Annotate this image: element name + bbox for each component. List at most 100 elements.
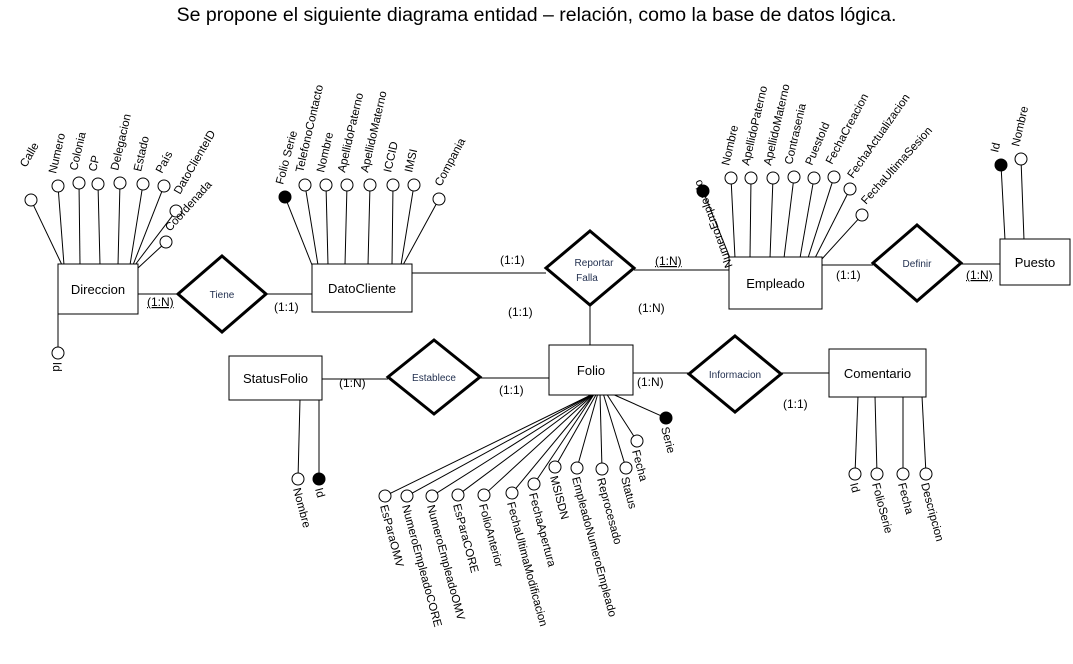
attribute-marker-statusfolio-nombre xyxy=(291,472,305,486)
entity-label-empleado: Empleado xyxy=(746,276,805,291)
attribute-direccion-cp: CP xyxy=(87,154,102,173)
entity-label-folio: Folio xyxy=(577,363,605,378)
entity-datocliente xyxy=(311,263,413,313)
attribute-comentario-folioserie: FolioSerie xyxy=(869,482,894,535)
cardinality-est-sf: (1:N) xyxy=(339,376,366,390)
attribute-marker-empleado-fechacreacion xyxy=(827,170,841,184)
attribute-direccion-numero: Numero xyxy=(47,132,68,175)
cardinality-rep-folio-r: (1:N) xyxy=(638,301,665,315)
attribute-datocliente-iccid: ICCID xyxy=(382,140,401,173)
attribute-marker-folio-serie xyxy=(659,411,673,425)
attribute-folio-esparacore: EsParaCORE xyxy=(450,503,480,575)
entity-label-datocliente: DatoCliente xyxy=(328,281,396,296)
attribute-marker-comentario-folioserie xyxy=(870,467,884,481)
attribute-comentario-fecha: Fecha xyxy=(895,482,915,517)
attribute-statusfolio-nombre: Nombre xyxy=(290,487,312,530)
attribute-marker-folio-reprocesado xyxy=(595,462,609,476)
entity-label-direccion: Direccion xyxy=(71,282,125,297)
attribute-marker-statusfolio-id xyxy=(312,472,326,486)
attribute-marker-comentario-fecha xyxy=(896,467,910,481)
attribute-marker-direccion-calle xyxy=(24,193,38,207)
attribute-folio-status: Status xyxy=(618,476,638,511)
cardinality-est-folio: (1:1) xyxy=(499,383,524,397)
attribute-direccion-coordenada: Coordenada xyxy=(163,178,215,234)
relationship-label-informacion: Informacion xyxy=(709,370,761,381)
attribute-marker-folio-numeroempleadocore xyxy=(400,489,414,503)
attribute-puesto-id: Id xyxy=(989,142,1003,154)
attribute-marker-datocliente-imsi xyxy=(407,178,421,192)
cardinality-tiene-dir: (1:N) xyxy=(147,295,174,309)
attribute-marker-empleado-numeroempleado xyxy=(696,184,710,198)
attribute-marker-folio-numeroempleadoomv xyxy=(425,489,439,503)
relationship-tiene xyxy=(175,254,269,334)
entity-label-statusfolio: StatusFolio xyxy=(243,371,308,386)
attribute-marker-direccion-cp xyxy=(91,177,105,191)
attribute-marker-direccion-estado xyxy=(136,177,150,191)
attribute-datocliente-nombre: Nombre xyxy=(315,131,336,174)
attribute-marker-empleado-contrasenia xyxy=(787,170,801,184)
attribute-marker-datocliente-apellidomaterno xyxy=(363,178,377,192)
relationship-definir xyxy=(870,223,964,303)
entity-label-puesto: Puesto xyxy=(1015,255,1055,270)
attribute-marker-direccion-coordenada xyxy=(159,235,173,249)
relationship-reportar xyxy=(543,229,637,307)
attribute-marker-empleado-fechaactualizacion xyxy=(843,182,857,196)
attribute-marker-puesto-id xyxy=(994,158,1008,172)
relationship-label-reportar: Reportar xyxy=(575,258,615,269)
page-title: Se propone el siguiente diagrama entidad… xyxy=(176,4,897,26)
attribute-marker-empleado-apellidopaterno xyxy=(744,171,758,185)
attribute-marker-datocliente-telefonocontacto xyxy=(298,178,312,192)
attribute-puesto-nombre: Nombre xyxy=(1010,105,1031,148)
attribute-marker-direccion-datoclienteid xyxy=(169,204,183,218)
attribute-marker-folio-esparacore xyxy=(451,488,465,502)
entity-puesto xyxy=(999,238,1071,286)
cardinality-rep-folio-l: (1:1) xyxy=(508,305,533,319)
attribute-direccion-colonia: Colonia xyxy=(68,130,89,171)
entity-direccion xyxy=(57,263,139,315)
relationship-label-definir: Definir xyxy=(903,259,933,270)
entity-comentario xyxy=(828,348,927,398)
attribute-marker-folio-fecha xyxy=(630,434,644,448)
relationship-label-tiene: Tiene xyxy=(210,290,235,301)
attribute-marker-datocliente-nombre xyxy=(319,178,333,192)
attribute-empleado-contrasenia: Contrasenia xyxy=(783,102,809,166)
cardinality-def-emp: (1:1) xyxy=(836,268,861,282)
attribute-marker-empleado-apellidomaterno xyxy=(766,171,780,185)
attribute-marker-folio-empleadonumeroempleado xyxy=(570,461,584,475)
attribute-marker-puesto-nombre xyxy=(1014,152,1028,166)
relationship-label-reportar-2: Falla xyxy=(576,273,598,284)
attribute-marker-datocliente-apellidopaterno xyxy=(340,178,354,192)
attribute-marker-empleado-fechaultimasesion xyxy=(855,208,869,222)
cardinality-inf-com: (1:1) xyxy=(783,397,808,411)
attribute-marker-folio-esparaomv xyxy=(378,489,392,503)
entity-folio xyxy=(548,344,634,396)
attribute-marker-direccion-colonia xyxy=(72,176,86,190)
attribute-marker-direccion-país xyxy=(157,179,171,193)
attribute-empleado-numeroempleado: NumeroEmpleado xyxy=(693,178,736,269)
attribute-marker-folio-folioanterior xyxy=(477,488,491,502)
attribute-folio-serie: Serie xyxy=(658,426,677,455)
entity-label-comentario: Comentario xyxy=(844,366,911,381)
entity-empleado xyxy=(728,256,823,310)
cardinality-inf-folio: (1:N) xyxy=(637,375,664,389)
attribute-marker-empleado-nombre xyxy=(724,171,738,185)
attribute-marker-datocliente-iccid xyxy=(386,178,400,192)
attribute-direccion-estado: Estado xyxy=(132,135,152,173)
attribute-direccion-país: País xyxy=(154,149,176,175)
attribute-folio-msisdn: MSISDN xyxy=(547,475,570,521)
attribute-marker-comentario-id xyxy=(848,467,862,481)
attribute-marker-empleado-puestoid xyxy=(807,171,821,185)
cardinality-def-puesto: (1:N) xyxy=(966,268,993,282)
attribute-marker-folio-fechaultimamodificacion xyxy=(505,486,519,500)
attribute-datocliente-compania: Compania xyxy=(433,136,468,188)
attribute-marker-comentario-descripcion xyxy=(919,467,933,481)
attribute-comentario-descripcion: Descripcion xyxy=(918,482,945,543)
relationship-label-establece: Establece xyxy=(412,373,456,384)
attribute-empleado-nombre: Nombre xyxy=(720,124,741,167)
attribute-direccion-delegacion: Delegacion xyxy=(109,113,134,172)
attribute-direccion-calle: Calle xyxy=(18,141,42,170)
attribute-folio-folioanterior: FolioAnterior xyxy=(476,503,505,569)
attribute-direccion-id: Id xyxy=(50,362,62,372)
relationship-establece xyxy=(385,338,483,416)
